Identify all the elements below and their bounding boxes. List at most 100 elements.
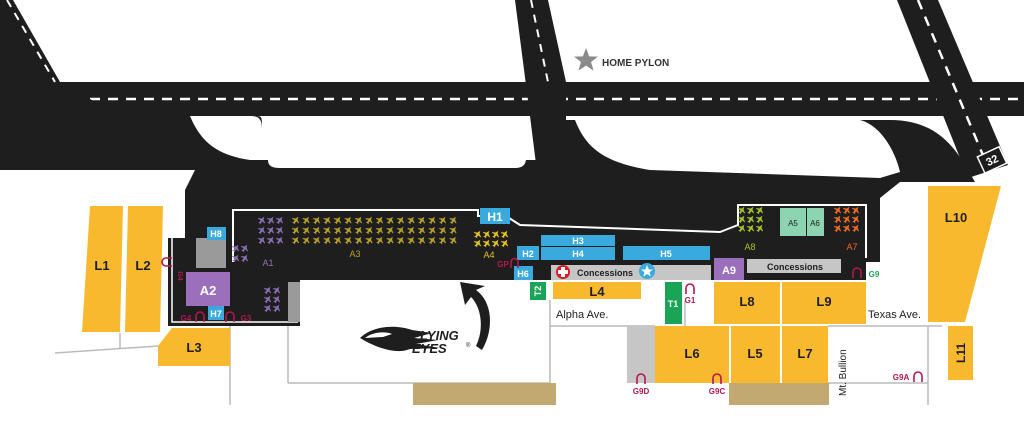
gate-arch-icon: [195, 311, 205, 322]
label-a3: A3: [349, 249, 360, 259]
runway-32-centerline: [916, 0, 987, 161]
gate-g9a: G9A: [893, 371, 923, 382]
tarmac: [0, 0, 1024, 326]
lot-l5: [731, 326, 780, 383]
hangar-h7: [208, 306, 224, 320]
gate-arch-icon: [685, 283, 695, 294]
gray-pad-left: [288, 282, 300, 322]
info-star-icon: [639, 263, 655, 279]
curved-arrow-icon: [460, 282, 491, 350]
runway-number: 32: [984, 153, 1000, 169]
gate-arch-icon: [852, 267, 862, 278]
hangar-h5: [623, 246, 710, 260]
label-g4: G4: [181, 314, 192, 323]
hangar-h4: [541, 247, 615, 260]
label-h4: H4: [572, 249, 584, 259]
hangar-h6: [514, 266, 533, 280]
gate-g3: G3: [225, 311, 252, 323]
left-diagonal-taxiway: [0, 0, 120, 170]
concessions-bar-right: [747, 259, 841, 273]
runway-32: [897, 0, 1008, 178]
label-h1: H1: [487, 210, 503, 224]
grass-strip-right: [729, 383, 829, 405]
label-g1: G1: [685, 296, 696, 305]
lot-l11: [948, 326, 973, 380]
label-h6: H6: [517, 269, 529, 279]
brand-line2: EYES: [412, 341, 447, 356]
gate-g9c: G9C: [709, 373, 725, 396]
hangar-h1: [480, 208, 510, 224]
gate-g9d: G9D: [633, 373, 650, 396]
label-g9d: G9D: [633, 387, 650, 396]
gate-arch-icon: [712, 373, 722, 384]
gate-arch-icon: [636, 373, 646, 384]
hangar-h3: [541, 235, 615, 246]
label-l4: L4: [589, 284, 605, 299]
label-l5: L5: [747, 346, 762, 361]
gate-arch-icon: [913, 371, 923, 382]
label-a1: A1: [262, 258, 273, 268]
label-concessions-right: Concessions: [767, 262, 823, 272]
lot-l4: [553, 282, 641, 299]
infield-left: [190, 116, 262, 160]
gate-arch-icon: [510, 257, 519, 268]
label-l9: L9: [816, 294, 831, 309]
lot-l2: [125, 206, 163, 332]
label-h8: H8: [210, 229, 222, 239]
runway-32-marker: 32: [976, 145, 1008, 175]
label-h2: H2: [522, 249, 534, 259]
marker-a5: [780, 208, 806, 236]
labels: L1 L2 L3 L4 L5 L6 L7 L8 L9 L10 L11 H1 H2…: [94, 210, 968, 396]
lot-l10: [928, 186, 1001, 322]
label-gp: GP: [497, 260, 509, 269]
home-pylon-label: HOME PYLON: [602, 58, 669, 69]
label-t1: T1: [668, 299, 679, 309]
label-concessions-left: Concessions: [577, 268, 633, 278]
lot-l9: [782, 282, 866, 324]
marker-a6: [807, 208, 824, 236]
label-h7: H7: [210, 309, 222, 319]
label-l3: L3: [186, 340, 201, 355]
label-a9: A9: [722, 265, 736, 277]
gate-g4: G4: [181, 311, 205, 323]
label-l7: L7: [797, 346, 812, 361]
gray-pad-h8: [196, 238, 226, 268]
hangars: [207, 208, 710, 320]
label-a7: A7: [846, 242, 857, 252]
grass-strip-left: [413, 383, 556, 405]
concessions-bar-left: [551, 265, 711, 280]
label-l6: L6: [684, 346, 699, 361]
label-a5: A5: [788, 219, 798, 228]
star-icon: [574, 48, 598, 71]
street-texas: Texas Ave.: [868, 309, 921, 321]
label-g4-side: G4: [176, 271, 183, 280]
label-l1: L1: [94, 258, 109, 273]
gates: G1 G3 G4 GP G9 G9A G9C: [161, 257, 923, 396]
ramp-boundary-left: [171, 236, 298, 323]
gate-g9: G9: [852, 267, 880, 279]
label-l2: L2: [135, 258, 150, 273]
infield-1: [268, 116, 527, 168]
label-l10: L10: [945, 210, 967, 225]
parking-lots: [82, 186, 1001, 383]
label-a6: A6: [810, 219, 820, 228]
lot-l3: [158, 328, 230, 366]
hangar-h8: [207, 227, 226, 240]
gate-g4-side: [161, 257, 172, 267]
label-g3: G3: [241, 314, 252, 323]
infield-2: [566, 120, 900, 178]
lot-l1: [82, 206, 123, 332]
label-g9a: G9A: [893, 373, 910, 382]
label-g9: G9: [869, 270, 880, 279]
gate-arch-icon: [161, 257, 172, 267]
transport-t1: [665, 282, 682, 324]
road-line-9: [54, 345, 159, 354]
lot-l7: [782, 326, 828, 383]
gate-arch-icon: [225, 311, 235, 322]
label-a2: A2: [200, 283, 217, 298]
transport-t2: [530, 282, 546, 300]
marker-a9: [714, 258, 744, 280]
label-l11: L11: [954, 343, 968, 363]
brand-line1: FLYING: [412, 328, 459, 343]
